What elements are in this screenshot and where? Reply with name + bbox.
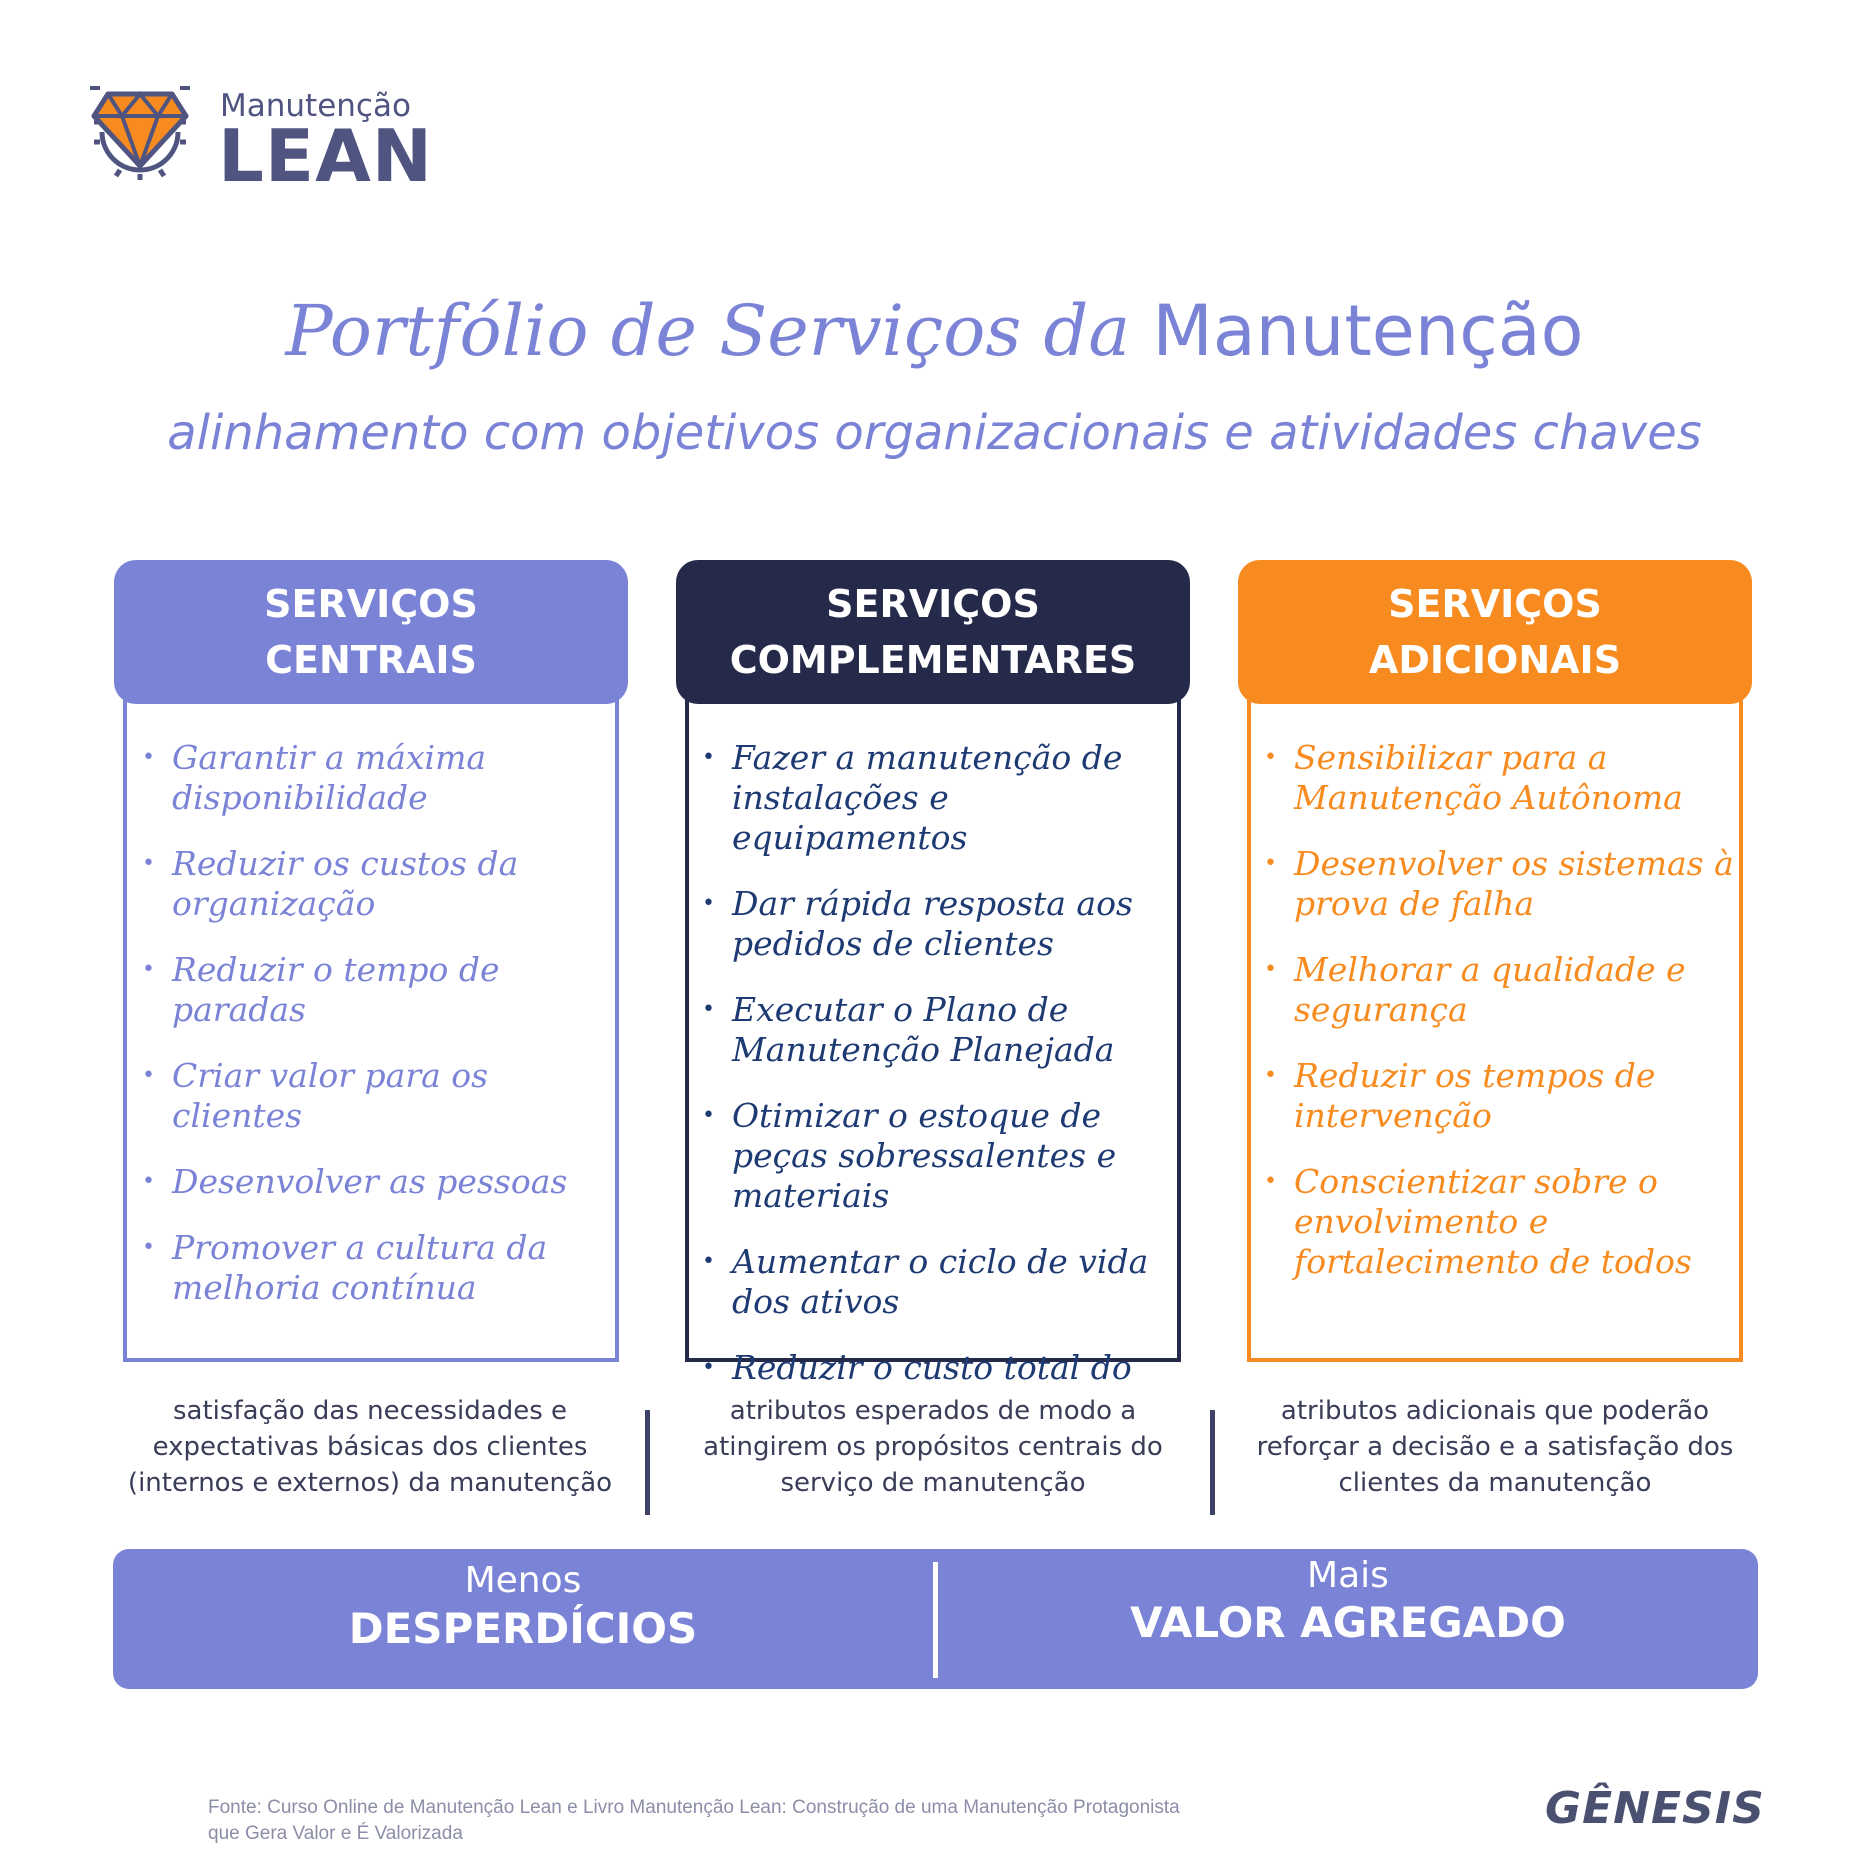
list-item: •Sensibilizar para a Manutenção Autônoma [1264, 738, 1683, 817]
column-complementares-header-line2: COMPLEMENTARES [729, 638, 1137, 682]
column-adicionais-header-line1: SERVIÇOS [1388, 582, 1602, 626]
list-item: •Conscientizar sobre o envolvimento e fo… [1264, 1162, 1692, 1281]
list-item: •Reduzir os tempos de intervenção [1264, 1056, 1656, 1135]
list-item: •Reduzir o tempo de paradas [142, 950, 500, 1029]
column-centrais-box [123, 690, 619, 1362]
title-part1: Portfólio de Serviços da [285, 290, 1131, 372]
column-adicionais-header-line2: ADICIONAIS [1368, 638, 1622, 682]
summary-left-small: Menos [464, 1560, 582, 1601]
list-item: •Criar valor para os clientes [142, 1056, 489, 1135]
column-complementares-header-line1: SERVIÇOS [826, 582, 1040, 626]
column-adicionais-list: •Sensibilizar para a Manutenção Autônoma… [1264, 738, 1734, 1308]
caption-separator [1210, 1410, 1215, 1515]
caption-separator [645, 1410, 650, 1515]
list-item: •Otimizar o estoque de peças sobressalen… [702, 1096, 1117, 1215]
column-complementares-list: •Fazer a manutenção de instalações e equ… [702, 738, 1172, 1414]
list-item: •Garantir a máxima disponibilidade [142, 738, 487, 817]
column-adicionais-box [1247, 690, 1743, 1362]
summary-left-big: DESPERDÍCIOS [348, 1604, 698, 1653]
page-subtitle: alinhamento com objetivos organizacionai… [167, 405, 1702, 461]
column-centrais-header-line1: SERVIÇOS [264, 582, 478, 626]
column-centrais-header: SERVIÇOS CENTRAIS [114, 560, 628, 704]
source-line2: que Gera Valor e É Valorizada [208, 1823, 463, 1844]
source-line1: Fonte: Curso Online de Manutenção Lean e… [208, 1797, 1180, 1818]
logo-big-text: LEAN [218, 114, 434, 198]
column-centrais-header-line2: CENTRAIS [265, 638, 477, 682]
list-item: •Melhorar a qualidade e segurança [1264, 950, 1686, 1029]
logo-small-text: Manutenção [220, 88, 411, 124]
list-item: •Dar rápida resposta aos pedidos de clie… [702, 884, 1133, 963]
caption-complementares: atributos esperados de modo a atingirem … [703, 1396, 1163, 1498]
genesis-logo: GÊNESIS [1545, 1783, 1765, 1834]
list-item: •Executar o Plano de Manutenção Planejad… [702, 990, 1115, 1069]
caption-centrais: satisfação das necessidades e expectativ… [127, 1396, 613, 1498]
column-complementares-box [685, 690, 1181, 1362]
page-title: Portfólio de Serviços da Manutenção [0, 290, 1869, 372]
summary-right-big: VALOR AGREGADO [1130, 1598, 1566, 1647]
caption-adicionais: atributos adicionais que poderão reforça… [1256, 1396, 1734, 1498]
list-item: •Fazer a manutenção de instalações e equ… [702, 738, 1123, 857]
summary-bar-divider [933, 1562, 938, 1678]
column-centrais-list: •Garantir a máxima disponibilidade •Redu… [142, 738, 612, 1334]
list-item: •Promover a cultura da melhoria contínua [142, 1228, 548, 1307]
diamond-gear-icon [90, 86, 190, 180]
list-item: •Aumentar o ciclo de vida dos ativos [702, 1242, 1149, 1321]
list-item: •Reduzir os custos da organização [142, 844, 519, 923]
column-complementares-header: SERVIÇOS COMPLEMENTARES [676, 560, 1190, 704]
column-adicionais-header: SERVIÇOS ADICIONAIS [1238, 560, 1752, 704]
summary-right-small: Mais [1307, 1555, 1389, 1596]
logo [90, 82, 420, 192]
list-item: •Desenvolver os sistemas à prova de falh… [1264, 844, 1734, 923]
list-item: •Desenvolver as pessoas [142, 1162, 568, 1201]
source-note: Fonte: Curso Online de Manutenção Lean e… [208, 1795, 1358, 1847]
title-part2: Manutenção [1152, 290, 1584, 372]
list-item: •Reduzir o custo total do [702, 1348, 1132, 1387]
